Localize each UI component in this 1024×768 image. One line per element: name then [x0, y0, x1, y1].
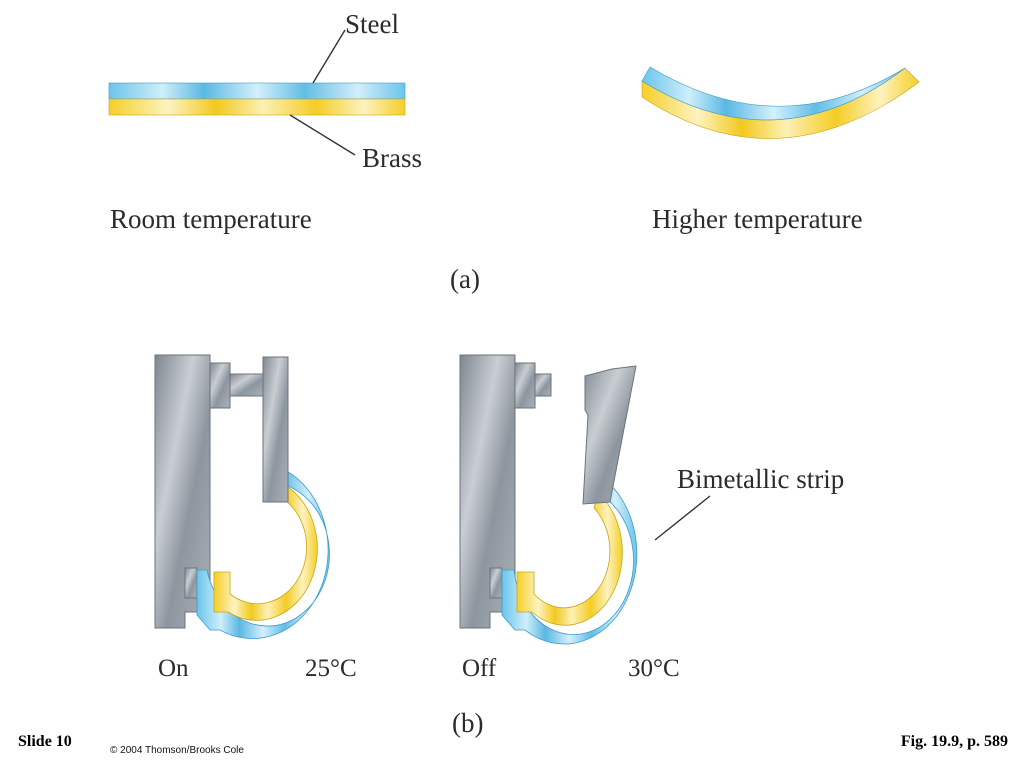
bimetallic-leader-line [654, 495, 711, 541]
on-state-label: On [158, 655, 189, 682]
contact-pin-off [534, 373, 552, 397]
bimetallic-strip-on-brass [213, 484, 318, 621]
higher-temperature-caption: Higher temperature [652, 204, 863, 234]
lower-tab-on [184, 567, 198, 599]
bent-strip [641, 66, 920, 139]
bimetallic-strip-off-steel [501, 477, 638, 645]
panel-a-label: (a) [450, 264, 480, 294]
thermostat-off [459, 354, 638, 645]
panel-b-label: (b) [452, 708, 483, 738]
bimetallic-strip-on-steel [196, 469, 330, 639]
slide-number: Slide 10 [18, 733, 72, 750]
brass-leader-line [289, 114, 356, 156]
brass-label: Brass [362, 143, 422, 173]
contact-block-off [514, 362, 536, 409]
steel-layer-straight [108, 82, 406, 100]
thermostat-on [154, 354, 330, 639]
contact-pin-on [229, 373, 264, 397]
room-temperature-caption: Room temperature [110, 204, 312, 234]
bimetallic-strip-off-brass [516, 492, 623, 626]
steel-layer-bent [641, 66, 906, 121]
contact-arm-off [582, 365, 637, 505]
steel-label: Steel [345, 9, 399, 39]
bimetallic-strip-label: Bimetallic strip [677, 464, 844, 494]
frame-on [154, 354, 211, 629]
straight-strip [108, 82, 406, 116]
brass-layer-bent [641, 67, 920, 139]
frame-off [459, 354, 516, 629]
lower-tab-off [489, 567, 503, 599]
off-state-label: Off [462, 655, 497, 682]
copyright-notice: © 2004 Thomson/Brooks Cole [110, 745, 244, 756]
steel-leader-line [312, 29, 346, 84]
off-temperature-label: 30°C [628, 655, 680, 682]
contact-block-on [209, 362, 231, 409]
brass-layer-straight [108, 98, 406, 116]
figure-reference: Fig. 19.9, p. 589 [900, 733, 1008, 750]
contact-arm-on [262, 356, 289, 503]
on-temperature-label: 25°C [305, 655, 357, 682]
